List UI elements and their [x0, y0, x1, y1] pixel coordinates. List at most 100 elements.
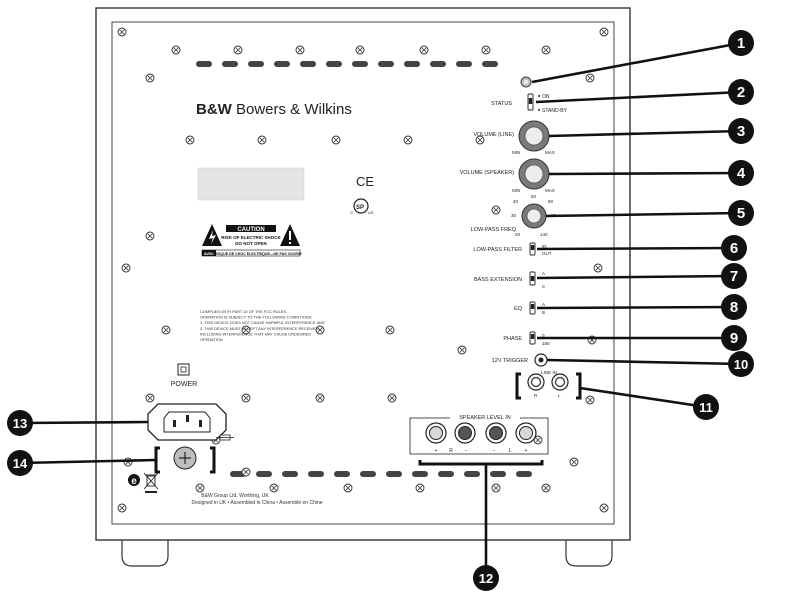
screw-slot [387, 327, 393, 333]
screw-slot [123, 265, 129, 271]
phase-zero: 0 [542, 333, 545, 338]
screw-slot [243, 327, 249, 333]
eco-mark-text: e [131, 476, 137, 487]
vent-slot [360, 471, 376, 477]
callout-badge [721, 263, 747, 289]
screw-slot [535, 437, 541, 443]
avis-label: AVIS: [204, 251, 214, 256]
line-in-l-jack-ring [554, 376, 566, 388]
terminal-label: − [493, 448, 496, 454]
callout-leader [545, 211, 742, 218]
screw-slot [259, 137, 265, 143]
callout-number: 12 [479, 571, 493, 586]
mains-inlet[interactable] [147, 403, 227, 441]
callout-leader [536, 305, 735, 310]
status-led-inner [523, 79, 529, 85]
callout-number: 7 [730, 268, 738, 285]
volume-line-knob-cap [524, 126, 544, 146]
vent-slot [282, 471, 298, 477]
low-pass-freq-tick-20: 20 [515, 232, 521, 237]
vent-slot [300, 61, 316, 67]
bass-extension-a: A [542, 271, 545, 276]
screw-slot [147, 395, 153, 401]
screw-slot [417, 485, 423, 491]
callout-badge [728, 351, 754, 377]
terminal-label: + [525, 448, 528, 454]
volume-speaker-min: MIN [512, 188, 520, 193]
vent-slot [386, 471, 402, 477]
caution-line1: RISK OF ELECTRIC SHOCK [221, 235, 281, 240]
logo-name: Bowers & Wilkins [236, 101, 352, 118]
callout-badge [721, 325, 747, 351]
screw-slot [271, 485, 277, 491]
callout-leader [536, 274, 735, 280]
power-label: POWER [171, 381, 197, 388]
fuse-holder-slot [179, 452, 191, 464]
callout-badge [728, 160, 754, 186]
screw-slot [345, 485, 351, 491]
screw-slot [477, 137, 483, 143]
status-standby-label: STAND-BY [542, 108, 568, 114]
screw-slot [543, 485, 549, 491]
callout-number: 13 [13, 416, 27, 431]
screw-slot [483, 47, 489, 53]
callout-leader [535, 90, 742, 104]
csa-mark-top: SP [356, 205, 364, 211]
low-pass-freq-knob-cap [526, 208, 542, 224]
line-in-r-label: R [534, 393, 538, 398]
serial-label-box [197, 167, 305, 201]
volume-line-max: MAX [545, 150, 555, 155]
screw-slot [119, 29, 125, 35]
callout-leader [19, 420, 149, 425]
callout-leader [531, 41, 742, 84]
vent-slot [334, 471, 350, 477]
binding-post-cap [489, 426, 503, 440]
low-pass-freq-tick-140: 140 [540, 232, 548, 237]
low-pass-freq-tick-40: 40 [513, 199, 519, 204]
callout-leader [19, 458, 157, 465]
vent-slot [378, 61, 394, 67]
screw-slot [147, 233, 153, 239]
callout-leader [536, 246, 735, 251]
vent-slot [412, 471, 428, 477]
callout-badge [728, 118, 754, 144]
vent-slot [430, 61, 446, 67]
screw-slot [421, 47, 427, 53]
mains-pin-left [173, 420, 176, 427]
vent-slot [196, 61, 212, 67]
fcc-line: OPERATION IS SUBJECT TO THE FOLLOWING CO… [200, 315, 312, 320]
exclamation-bar [289, 231, 291, 240]
terminal-label: + [435, 448, 438, 454]
low-pass-filter-label: LOW-PASS FILTER [473, 247, 522, 253]
screw-slot [459, 347, 465, 353]
speaker-terminal-labels: +R−−L+ [435, 448, 528, 454]
screw-slot [243, 395, 249, 401]
screw-slot [243, 469, 249, 475]
vent-slot [352, 61, 368, 67]
panel-screws [117, 27, 609, 513]
speaker-level-in-label: SPEAKER LEVEL IN [459, 415, 510, 421]
csa-mark-right: US [368, 210, 374, 215]
fcc-line: 1. THIS DEVICE DOES NOT CAUSE HARMFUL IN… [200, 320, 325, 325]
screw-slot [587, 75, 593, 81]
caution-title-box [226, 225, 276, 232]
screw-slot [389, 395, 395, 401]
callout-leader [579, 386, 707, 409]
binding-post-cap [519, 426, 533, 440]
callout-leader [548, 171, 742, 176]
callout-badge [728, 79, 754, 105]
right-foot [565, 540, 613, 567]
callout-number: 5 [737, 205, 745, 222]
callout-badge [473, 565, 499, 591]
low-pass-freq-label: LOW-PASS FREQ [471, 227, 517, 233]
power-switch-inner [180, 366, 187, 373]
status-label: STATUS [491, 101, 512, 107]
volume-line-label: VOLUME (LINE) [473, 132, 514, 138]
callout-number: 4 [737, 165, 746, 182]
terminal-label: L [509, 448, 512, 454]
trigger-label: 12V TRIGGER [492, 358, 528, 364]
caution-label: CAUTION RISK OF ELECTRIC SHOCK DO NOT OP… [201, 224, 302, 257]
callout-leader [548, 129, 742, 138]
callout-number: 14 [13, 456, 28, 471]
